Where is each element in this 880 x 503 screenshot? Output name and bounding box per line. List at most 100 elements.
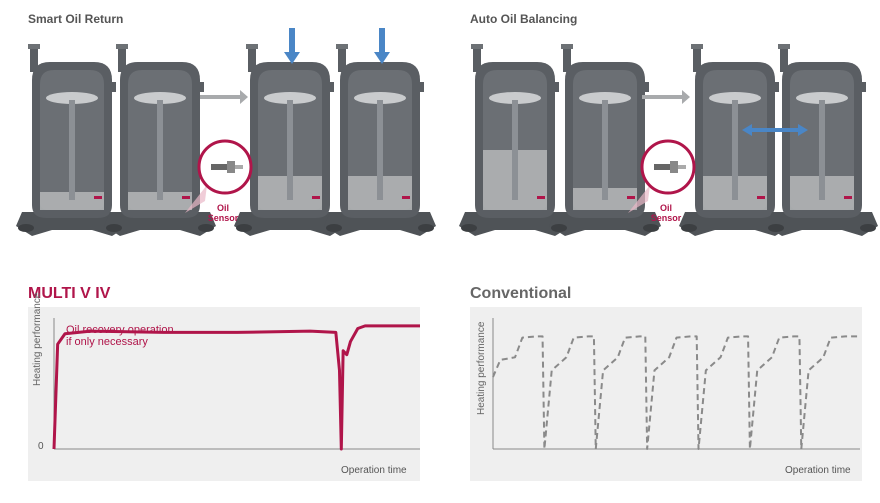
- multi-v-annotation: Oil recovery operation if only necessary: [66, 324, 174, 348]
- compressor-illustration: [16, 28, 878, 236]
- sensor-tip: [678, 165, 686, 169]
- conventional-title: Conventional: [470, 285, 572, 302]
- compressor-foot: [198, 224, 214, 232]
- sensor-tip: [235, 165, 243, 169]
- annotation-line2: if only necessary: [66, 336, 148, 348]
- compressor-pipe: [30, 46, 38, 72]
- compressor-4: [324, 44, 436, 236]
- conventional-ylabel: Heating performance: [476, 321, 487, 415]
- compressor-foot: [681, 224, 697, 232]
- compressor-shaft: [377, 100, 383, 200]
- compressor-shaft: [287, 100, 293, 200]
- oil-return-arrow-2: [374, 28, 390, 64]
- rotor-disc: [354, 92, 406, 104]
- compressor-foot: [860, 224, 876, 232]
- rotor-disc: [264, 92, 316, 104]
- compressor-foot: [418, 224, 434, 232]
- sensor-mark: [182, 196, 190, 199]
- compressor-base: [104, 212, 216, 236]
- compressor-foot: [461, 224, 477, 232]
- compressor-shaft: [732, 100, 738, 200]
- smart-oil-return-title: Smart Oil Return: [28, 12, 124, 26]
- compressor-2: [104, 44, 216, 236]
- auto-oil-balancing-title: Auto Oil Balancing: [470, 12, 578, 26]
- compressor-base: [766, 212, 878, 236]
- process-arrow-right: [642, 90, 690, 104]
- oil-sensor-label-left: Oil Sensor: [203, 203, 243, 223]
- process-arrow-left: [200, 90, 248, 104]
- compressor-7: [679, 44, 791, 236]
- compressor-foot: [18, 224, 34, 232]
- multi-v-title: MULTI V IV: [28, 285, 111, 302]
- multi-v-xlabel: Operation time: [341, 465, 407, 476]
- compressor-pipe-cap: [336, 44, 348, 49]
- compressor-pipe-cap: [778, 44, 790, 49]
- annotation-line1: Oil recovery operation: [66, 324, 174, 336]
- rotor-disc: [579, 92, 631, 104]
- compressor-base: [549, 212, 661, 236]
- compressor-pipe: [473, 46, 481, 72]
- oil-sensor-label-line2: Sensor: [650, 213, 682, 223]
- oil-return-arrow-1: [284, 28, 300, 64]
- compressor-pipe-cap: [116, 44, 128, 49]
- oil-sensor-label-line1: Oil: [659, 203, 672, 213]
- compressor-pipe: [338, 46, 346, 72]
- compressor-pipe-cap: [246, 44, 258, 49]
- compressor-shaft: [69, 100, 75, 200]
- balancing-arrow: [742, 124, 808, 136]
- compressor-base: [16, 212, 128, 236]
- oil-sensor-label-line1: Oil: [216, 203, 229, 213]
- multi-v-zero-label: 0: [38, 441, 44, 452]
- compressor-shaft: [819, 100, 825, 200]
- compressor-foot: [643, 224, 659, 232]
- compressor-foot: [236, 224, 252, 232]
- sensor-body: [211, 164, 227, 170]
- sensor-mark: [627, 196, 635, 199]
- conventional-xlabel: Operation time: [785, 465, 851, 476]
- compressor-8: [766, 44, 878, 236]
- compressor-pipe: [248, 46, 256, 72]
- compressor-1: [16, 44, 128, 236]
- oil-sensor-magnifier-left: [185, 139, 253, 213]
- compressor-shaft: [602, 100, 608, 200]
- compressor-pipe-cap: [691, 44, 703, 49]
- sensor-mark: [537, 196, 545, 199]
- compressor-shaft: [157, 100, 163, 200]
- multi-v-ylabel: Heating performance: [32, 292, 43, 386]
- rotor-disc: [489, 92, 541, 104]
- sensor-mark: [312, 196, 320, 199]
- rotor-disc: [134, 92, 186, 104]
- compressor-base: [459, 212, 571, 236]
- compressor-foot: [106, 224, 122, 232]
- compressor-base: [324, 212, 436, 236]
- rotor-disc: [46, 92, 98, 104]
- conventional-chart-panel: [470, 307, 862, 481]
- rotor-disc: [796, 92, 848, 104]
- compressor-foot: [326, 224, 342, 232]
- compressor-pipe: [693, 46, 701, 72]
- oil-level: [128, 192, 192, 210]
- compressor-pipe: [563, 46, 571, 72]
- compressor-pipe-cap: [28, 44, 40, 49]
- rotor-disc: [709, 92, 761, 104]
- compressor-pipe-cap: [561, 44, 573, 49]
- oil-sensor-label-right: Oil Sensor: [646, 203, 686, 223]
- oil-sensor-label-line2: Sensor: [207, 213, 239, 223]
- oil-sensor-magnifier-right: [628, 139, 696, 213]
- sensor-mark: [402, 196, 410, 199]
- compressor-base: [234, 212, 346, 236]
- compressor-foot: [551, 224, 567, 232]
- oil-level: [40, 192, 104, 210]
- compressor-3: [234, 44, 346, 236]
- sensor-head: [670, 161, 678, 173]
- compressor-shaft: [512, 100, 518, 200]
- sensor-beam: [185, 185, 207, 213]
- sensor-mark: [844, 196, 852, 199]
- compressor-pipe-cap: [471, 44, 483, 49]
- sensor-beam: [628, 185, 650, 213]
- compressor-base: [679, 212, 791, 236]
- sensor-head: [227, 161, 235, 173]
- sensor-mark: [94, 196, 102, 199]
- compressor-foot: [768, 224, 784, 232]
- sensor-body: [654, 164, 670, 170]
